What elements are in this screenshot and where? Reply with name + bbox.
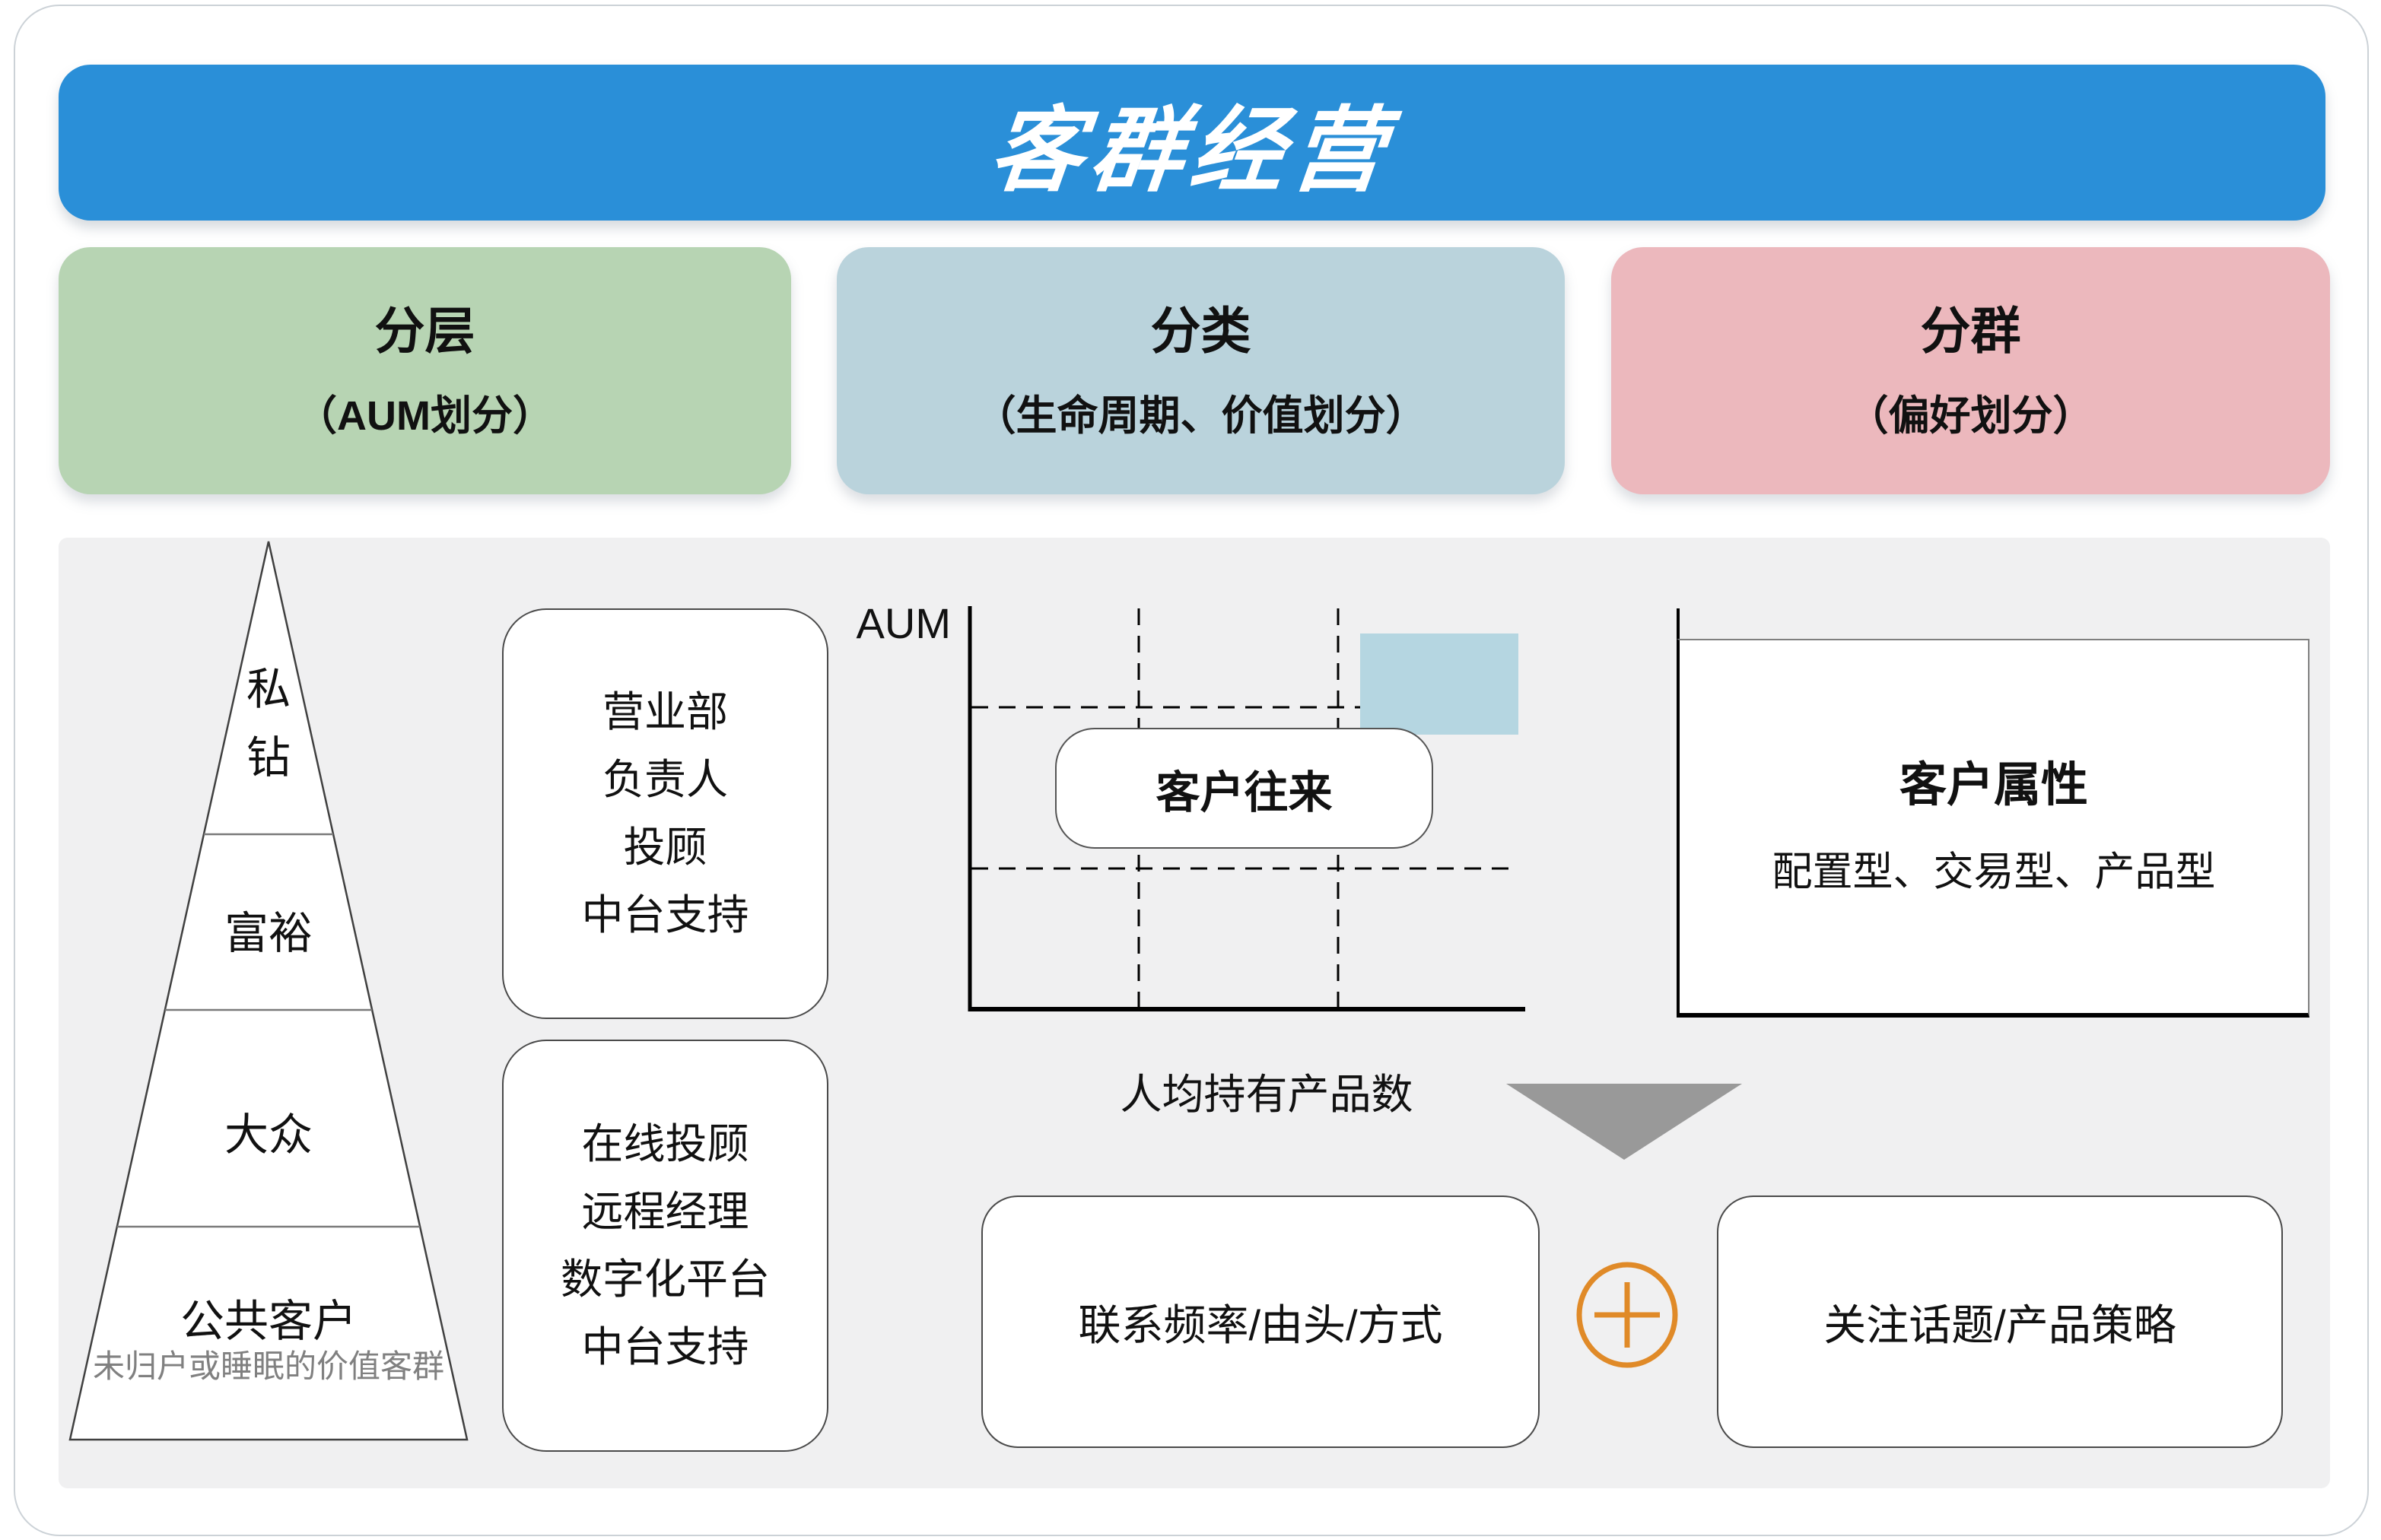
chart-xlabel: 人均持有产品数 [1120,1071,1413,1118]
pyramid-level-public: 公共客户 [180,1297,357,1346]
column-grouping-subtitle: （偏好划分） [1847,392,2094,439]
column-grouping-title: 分群 [1920,302,2021,359]
service-box-branch: 营业部 负责人 投顾 中台支持 [502,608,828,1019]
page-title: 客群经营 [984,99,1398,202]
service-box-online: 在线投顾 远程经理 数字化平台 中台支持 [502,1040,828,1452]
column-layering-subtitle: （AUM划分） [296,392,554,439]
column-layering-title: 分层 [374,302,475,359]
chart-ylabel: AUM [856,599,951,647]
topic-product-strategy-box: 关注话题/产品策略 [1717,1195,2283,1448]
customer-attributes-box: 客户属性 配置型、交易型、产品型 [1677,639,2309,1018]
customer-attributes-title: 客户属性 [1899,758,2088,811]
title-banner: 客群经营 [59,65,2325,221]
pyramid-level-mass: 大众 [224,1110,313,1160]
pyramid-note: 未归户或睡眠的价值客群 [92,1348,444,1384]
pyramid-level-private-diamond: 私钻 [246,665,291,783]
column-classification-subtitle: （生命周期、价值划分） [974,392,1427,439]
column-classification-title: 分类 [1150,302,1251,359]
customer-attributes-subtitle: 配置型、交易型、产品型 [1772,849,2216,894]
column-grouping: 分群 （偏好划分） [1611,247,2330,494]
contact-strategy-box: 联系频率/由头/方式 [981,1195,1540,1448]
column-classification: 分类 （生命周期、价值划分） [837,247,1565,494]
column-layering: 分层 （AUM划分） [59,247,791,494]
chart-legend-swatch [1360,633,1518,735]
pyramid-level-affluent: 富裕 [224,909,313,958]
customer-interaction-pill: 客户往来 [1055,728,1433,849]
